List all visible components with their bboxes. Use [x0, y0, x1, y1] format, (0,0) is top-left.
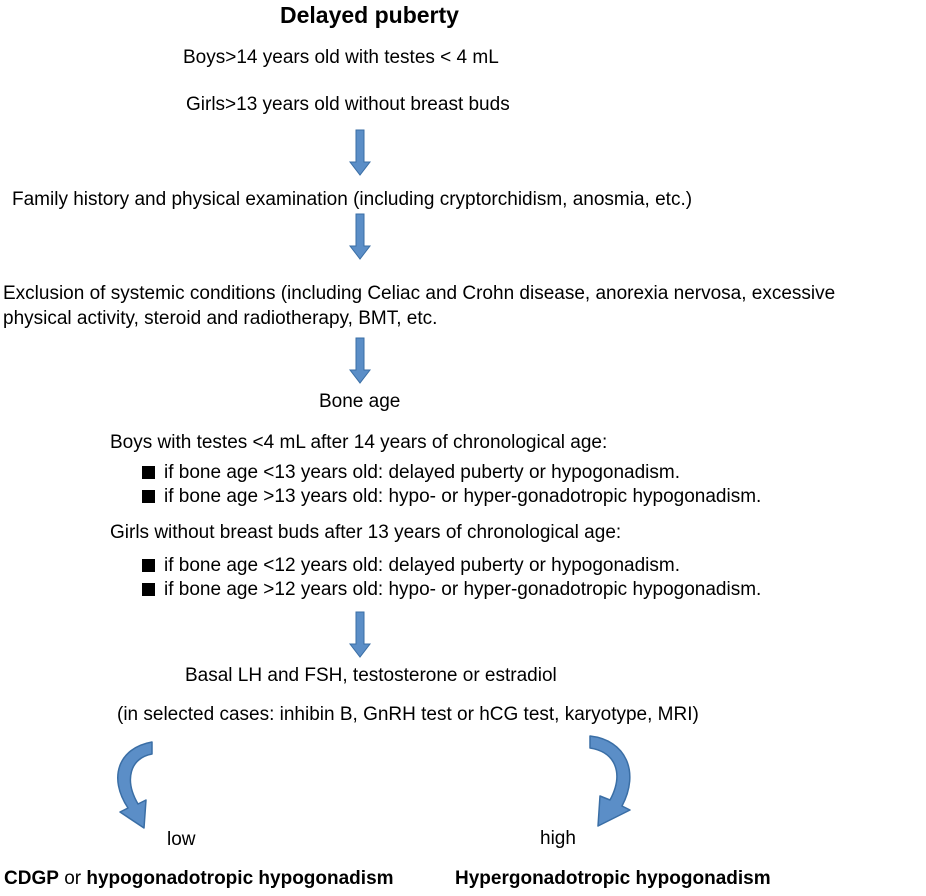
outcome-cdgp: CDGP [4, 868, 59, 889]
down-arrow-3 [348, 337, 372, 384]
criteria-girls: Girls>13 years old without breast buds [186, 94, 510, 115]
outcome-hypogonadotropic: hypogonadotropic hypogonadism [86, 868, 394, 889]
list-item: if bone age <13 years old: delayed puber… [142, 462, 680, 484]
step-labs-line2: (in selected cases: inhibin B, GnRH test… [117, 704, 699, 725]
square-bullet-icon [142, 466, 155, 479]
step-labs-line1: Basal LH and FSH, testosterone or estrad… [185, 665, 557, 686]
down-arrow-4 [348, 611, 372, 658]
square-bullet-icon [142, 490, 155, 503]
list-item: if bone age <12 years old: delayed puber… [142, 555, 680, 577]
criteria-boys: Boys>14 years old with testes < 4 mL [183, 47, 499, 68]
curved-arrow-left [117, 741, 153, 829]
branch-label-low: low [167, 829, 196, 850]
down-arrow-1 [348, 129, 372, 176]
outcome-or: or [64, 868, 82, 889]
boys-heading: Boys with testes <4 mL after 14 years of… [110, 432, 608, 453]
step-family-history: Family history and physical examination … [12, 189, 693, 210]
square-bullet-icon [142, 583, 155, 596]
step-exclusion-line1: Exclusion of systemic conditions (includ… [3, 283, 836, 304]
down-arrow-2 [348, 213, 372, 260]
branch-label-high: high [540, 828, 576, 849]
list-item: if bone age >12 years old: hypo- or hype… [142, 579, 761, 601]
girls-heading: Girls without breast buds after 13 years… [110, 522, 622, 543]
list-item: if bone age >13 years old: hypo- or hype… [142, 486, 761, 508]
step-exclusion-line2: physical activity, steroid and radiother… [3, 308, 438, 329]
outcome-low: CDGP or hypogonadotropic hypogonadism [4, 868, 394, 890]
step-bone-age: Bone age [319, 391, 401, 412]
square-bullet-icon [142, 559, 155, 572]
diagram-title: Delayed puberty [280, 2, 459, 28]
outcome-high: Hypergonadotropic hypogonadism [455, 868, 771, 889]
curved-arrow-right [589, 735, 631, 827]
